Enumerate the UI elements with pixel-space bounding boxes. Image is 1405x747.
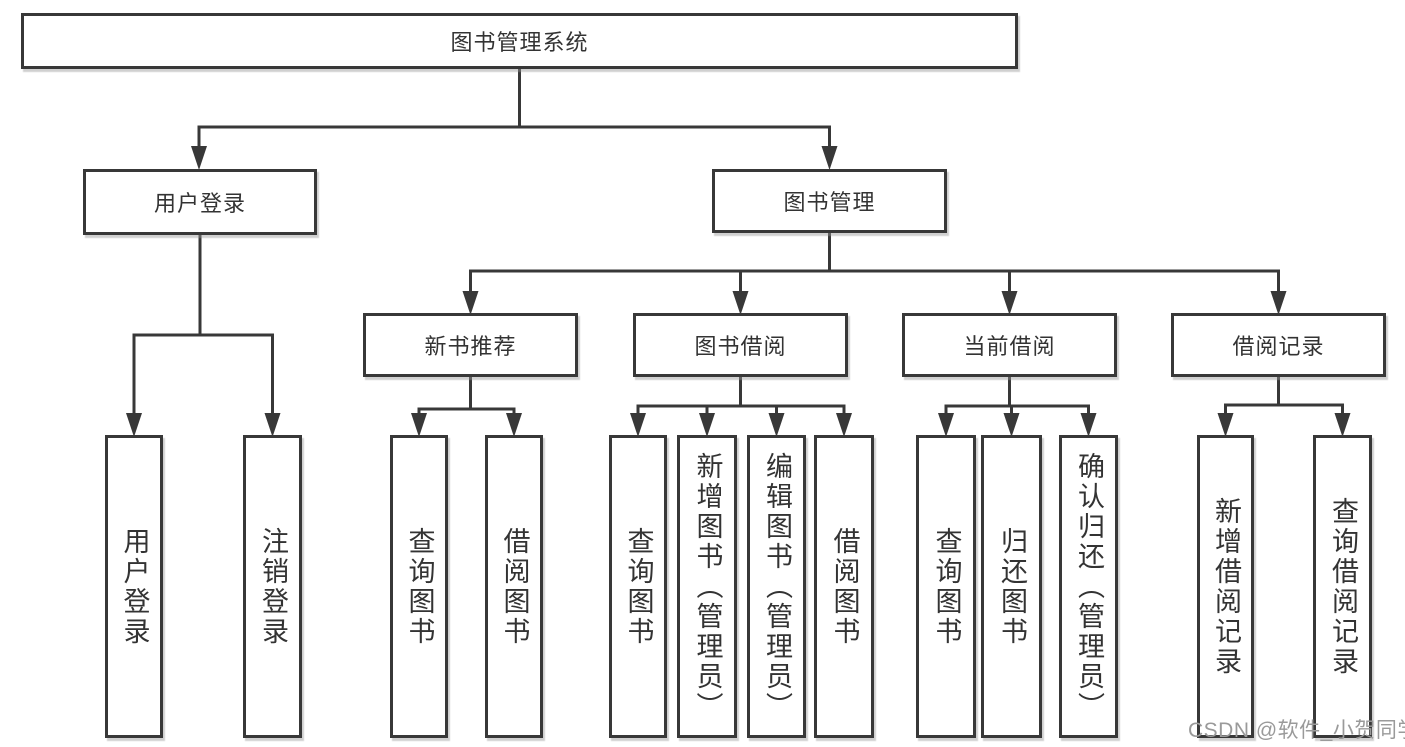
leaf-current-query-books: 查询图书 bbox=[916, 435, 976, 738]
leaf-current-return-books: 归还图书 bbox=[981, 435, 1042, 738]
connector-user-login-to-leaves bbox=[126, 232, 281, 437]
connector-book-borrow-to-leaves bbox=[630, 374, 852, 437]
connector-borrow-records-to-leaves bbox=[1217, 374, 1351, 437]
leaf-records-add-borrow-record: 新增借阅记录 bbox=[1197, 435, 1254, 738]
leaf-user-login: 用户登录 bbox=[105, 435, 163, 738]
leaf-borrowing-edit-books-admin: 编辑图书（管理员） bbox=[747, 435, 806, 738]
leaf-logout: 注销登录 bbox=[243, 435, 302, 738]
connector-current-borrow-to-leaves bbox=[938, 374, 1097, 437]
leaf-records-query-borrow-record: 查询借阅记录 bbox=[1313, 435, 1372, 738]
node-book-management: 图书管理 bbox=[712, 169, 947, 233]
leaf-recommend-query-books: 查询图书 bbox=[390, 435, 448, 738]
leaf-borrowing-borrow-books: 借阅图书 bbox=[814, 435, 874, 738]
node-book-borrowing: 图书借阅 bbox=[633, 313, 848, 377]
leaf-current-confirm-return-admin: 确认归还（管理员） bbox=[1059, 435, 1118, 738]
csdn-watermark: CSDN @软件_小贺同学 bbox=[1188, 719, 1405, 742]
leaf-borrowing-add-books-admin: 新增图书（管理员） bbox=[677, 435, 737, 738]
node-library-management-system: 图书管理系统 bbox=[21, 13, 1018, 69]
node-user-login: 用户登录 bbox=[83, 169, 317, 235]
node-current-borrowing: 当前借阅 bbox=[902, 313, 1117, 377]
connector-new-book-rec-to-leaves bbox=[411, 374, 522, 437]
node-borrowing-records: 借阅记录 bbox=[1171, 313, 1386, 377]
connector-root-to-level2 bbox=[191, 66, 838, 170]
connector-book-mgmt-to-level3 bbox=[462, 230, 1287, 315]
node-new-book-recommend: 新书推荐 bbox=[363, 313, 578, 377]
leaf-recommend-borrow-books: 借阅图书 bbox=[485, 435, 543, 738]
leaf-borrowing-query-books: 查询图书 bbox=[609, 435, 667, 738]
